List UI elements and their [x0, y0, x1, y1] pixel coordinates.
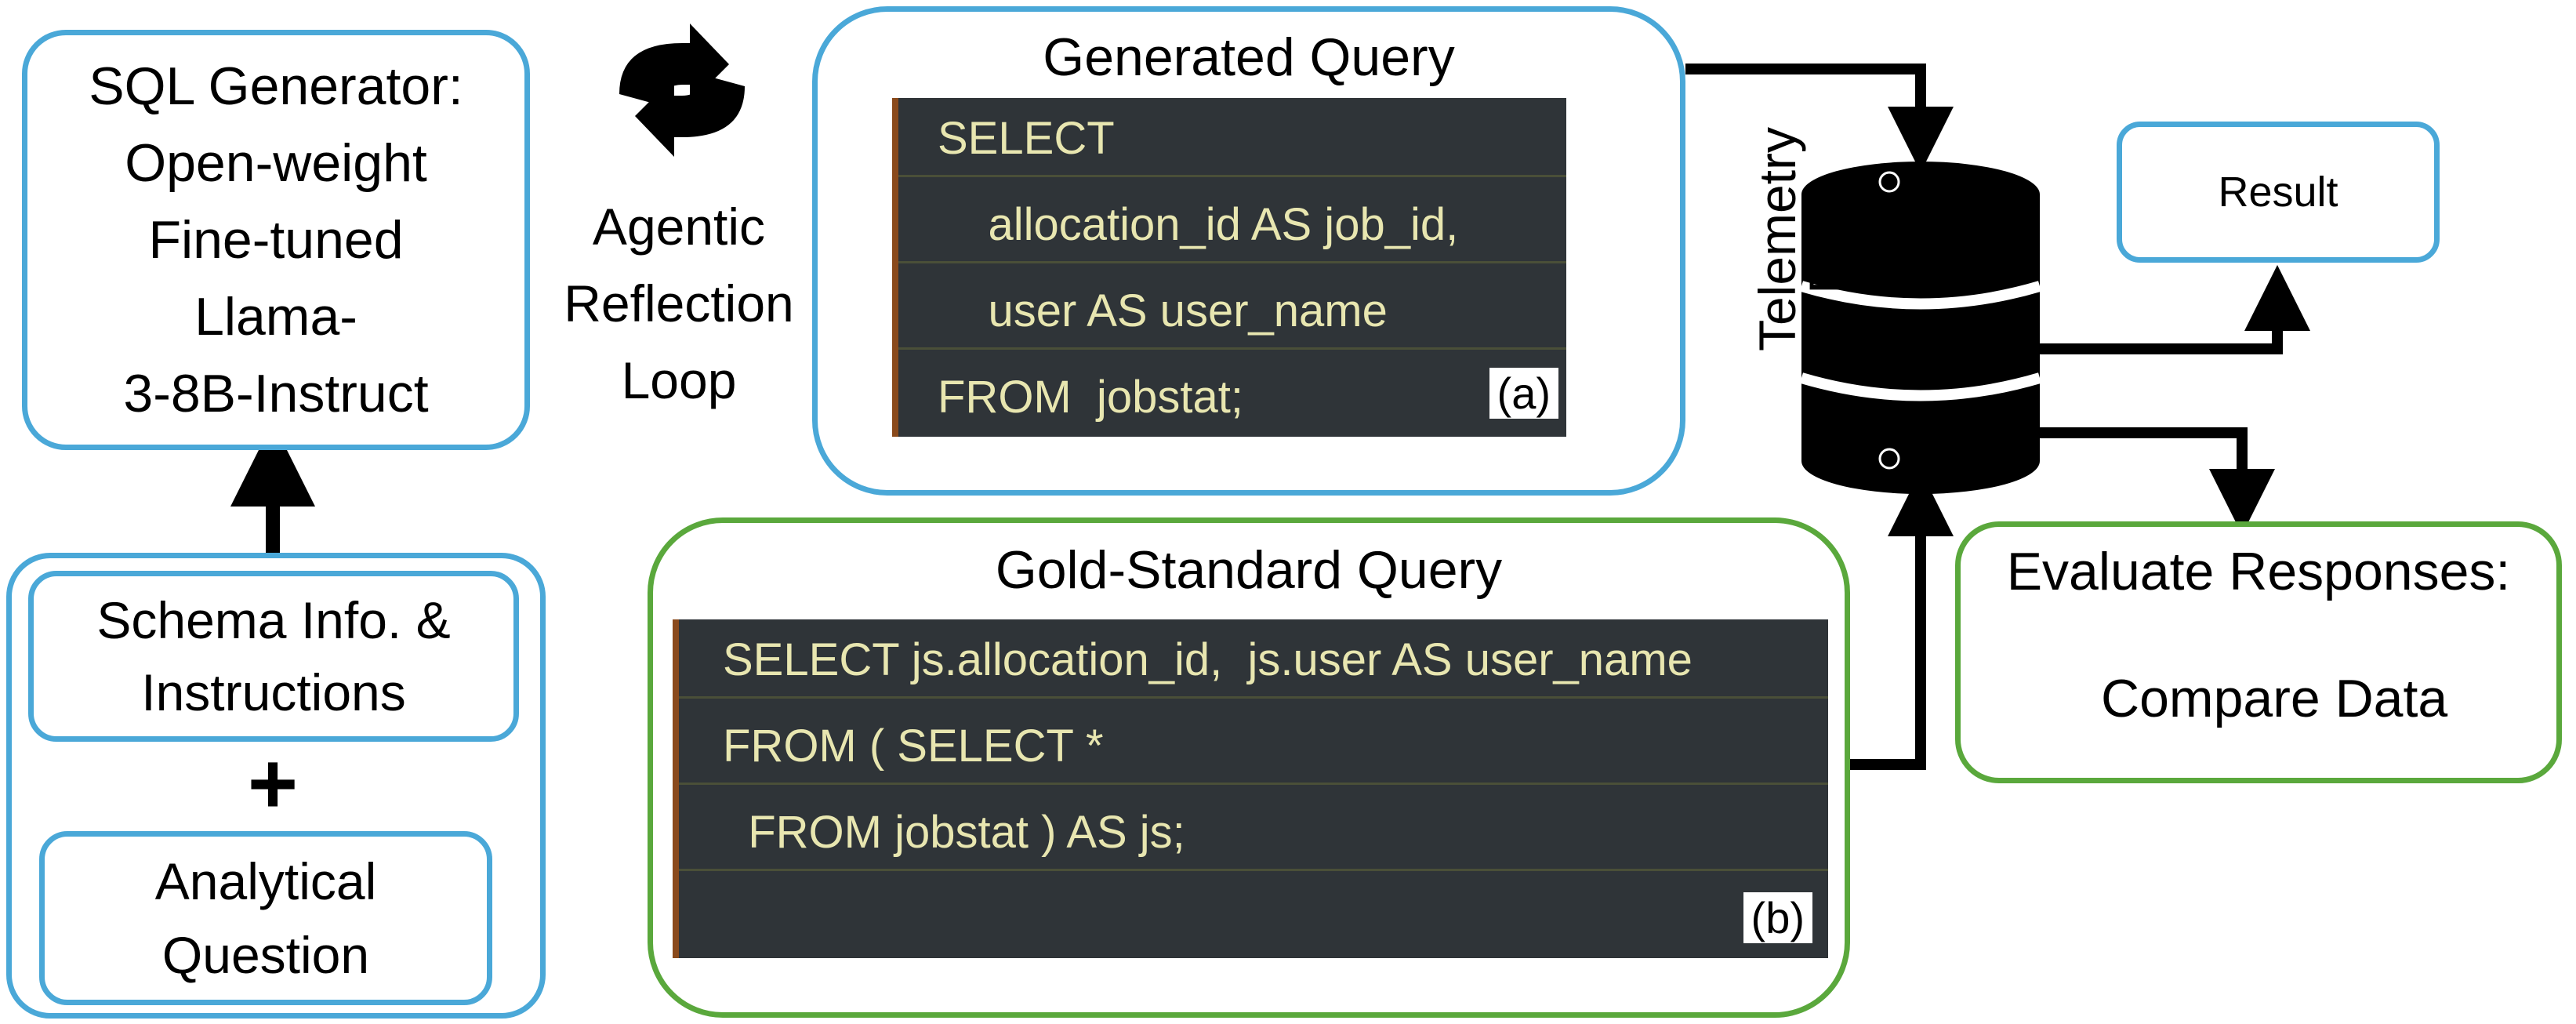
sql-generator-box: SQL Generator: Open-weight Fine-tuned Ll…: [22, 30, 530, 450]
telemetry-data-label: Telemetry Data: [1748, 90, 1870, 388]
code-line: SELECT js.allocation_id, js.user AS user…: [723, 634, 1693, 685]
refresh-cycle-icon: [619, 24, 745, 157]
figure-tag-a: (a): [1489, 368, 1558, 419]
database-icon: [1800, 162, 2041, 494]
sql-generator-line: Llama-: [194, 287, 357, 347]
arrow-generated-to-database: [1685, 64, 1954, 172]
result-label: Result: [2218, 169, 2338, 216]
telemetry-label-line: Telemetry: [1748, 126, 1806, 352]
agentic-line: Agentic: [592, 198, 766, 256]
code-line: FROM jobstat ) AS js;: [723, 807, 1185, 858]
analytical-question-line: Question: [161, 926, 370, 984]
schema-info-line: Schema Info. &: [96, 591, 451, 649]
code-line: FROM ( SELECT *: [723, 721, 1104, 772]
sql-generator-line: Open-weight: [125, 133, 427, 193]
code-line: allocation_id AS job_id,: [938, 199, 1459, 250]
sql-generator-line: Fine-tuned: [148, 210, 404, 270]
generated-query-code: SELECT allocation_id AS job_id, user AS …: [892, 98, 1566, 437]
arrow-gold-to-database: [1850, 470, 1954, 770]
arrow-database-to-evaluate: [2038, 427, 2275, 535]
schema-info-box: Schema Info. & Instructions: [28, 571, 519, 742]
evaluate-title: Evaluate Responses:: [2006, 542, 2511, 601]
sql-generator-line: SQL Generator:: [89, 56, 463, 116]
code-line: FROM jobstat;: [938, 372, 1243, 423]
evaluate-box: [1955, 521, 2562, 783]
result-box: Result: [2117, 122, 2440, 263]
evaluate-item: Compare Data: [2101, 669, 2448, 728]
code-line: SELECT: [938, 113, 1115, 164]
arrow-database-to-result: [2038, 265, 2310, 354]
agentic-line: Reflection: [564, 274, 794, 332]
schema-info-line: Instructions: [141, 663, 406, 721]
agentic-line: Loop: [621, 351, 737, 409]
code-line: user AS user_name: [938, 285, 1388, 336]
plus-sign: +: [247, 735, 299, 832]
analytical-question-box: Analytical Question: [39, 831, 492, 1005]
figure-tag-b: (b): [1743, 892, 1812, 943]
sql-generator-line: 3-8B-Instruct: [123, 364, 429, 423]
telemetry-label-line: Data: [1798, 184, 1856, 294]
gold-query-title: Gold-Standard Query: [995, 540, 1503, 600]
gold-query-code: SELECT js.allocation_id, js.user AS user…: [673, 619, 1828, 958]
agentic-reflection-label: Agentic Reflection Loop: [530, 188, 828, 419]
analytical-question-line: Analytical: [154, 852, 377, 910]
generated-query-title: Generated Query: [1043, 27, 1455, 87]
